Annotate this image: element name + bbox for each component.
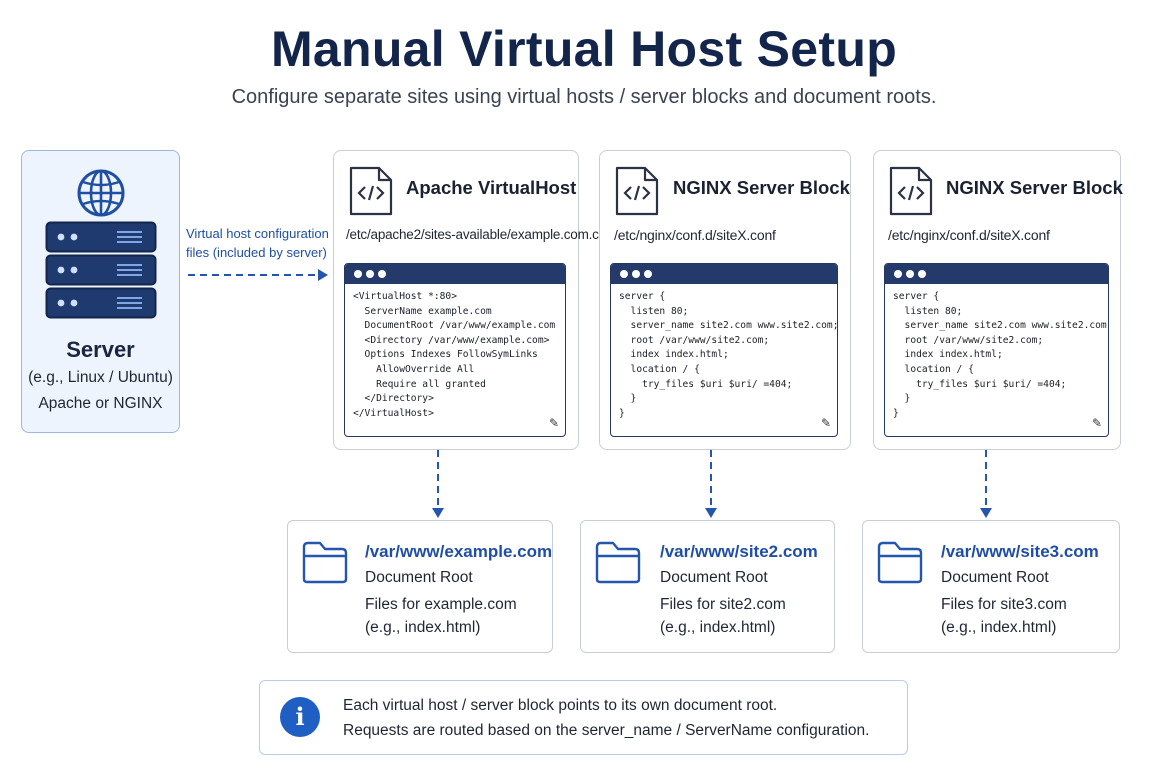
code-snippet: server { listen 80; server_name site2.co…: [893, 291, 1109, 419]
code-window-titlebar: [345, 264, 565, 284]
page-title: Manual Virtual Host Setup: [270, 21, 898, 77]
config-path: /etc/apache2/sites-available/example.com…: [346, 227, 617, 242]
code-window-titlebar: [611, 264, 837, 284]
docroot-path: /var/www/example.com: [365, 542, 553, 561]
server-rack-icon: [45, 221, 157, 319]
config-card-nginx-1: NGINX Server Block /etc/nginx/conf.d/sit…: [599, 150, 851, 450]
edit-icon: ✎: [820, 416, 831, 430]
docroot-example: (e.g., index.html): [941, 619, 1057, 636]
code-window-titlebar: [885, 264, 1108, 284]
edit-icon: ✎: [1091, 416, 1102, 430]
config-card-nginx-2: NGINX Server Block /etc/nginx/conf.d/sit…: [873, 150, 1123, 450]
docroot-files: Files for example.com: [365, 596, 517, 613]
server-name: Server: [66, 337, 135, 362]
page-subtitle: Configure separate sites using virtual h…: [231, 86, 937, 108]
config-title: NGINX Server Block: [673, 177, 850, 198]
docroot-path: /var/www/site2.com: [660, 542, 818, 561]
docroot-label: Document Root: [941, 569, 1049, 586]
info-icon: i: [280, 697, 320, 737]
config-title: Apache VirtualHost: [406, 177, 577, 198]
folder-icon: [595, 541, 641, 584]
info-box: i Each virtual host / server block point…: [259, 680, 908, 755]
server-software: Apache or NGINX: [38, 395, 163, 412]
config-path: /etc/nginx/conf.d/siteX.conf: [888, 227, 1050, 243]
code-snippet: <VirtualHost *:80> ServerName example.co…: [353, 291, 556, 419]
docroot-card-example: /var/www/example.com Document Root Files…: [287, 520, 553, 653]
folder-icon: [302, 541, 348, 584]
docroot-path: /var/www/site3.com: [941, 542, 1099, 561]
code-file-icon: [349, 166, 393, 216]
code-snippet: server { listen 80; server_name site2.co…: [619, 291, 838, 419]
config-card-apache: Apache VirtualHost /etc/apache2/sites-av…: [333, 150, 617, 450]
docroot-label: Document Root: [660, 569, 768, 586]
server-os: (e.g., Linux / Ubuntu): [28, 369, 173, 386]
docroot-card-site2: /var/www/site2.com Document Root Files f…: [580, 520, 835, 653]
docroot-example: (e.g., index.html): [660, 619, 776, 636]
docroot-example: (e.g., index.html): [365, 619, 481, 636]
docroot-files: Files for site3.com: [941, 596, 1067, 613]
info-line: Requests are routed based on the server_…: [343, 722, 870, 739]
connector-label-line: files (included by server): [186, 245, 327, 260]
config-path: /etc/nginx/conf.d/siteX.conf: [614, 227, 776, 243]
connector-label-line: Virtual host configuration: [186, 226, 329, 241]
code-window: server { listen 80; server_name site2.co…: [884, 263, 1109, 437]
code-window: server { listen 80; server_name site2.co…: [610, 263, 838, 437]
code-file-icon: [889, 166, 933, 216]
config-title: NGINX Server Block: [946, 177, 1123, 198]
info-line: Each virtual host / server block points …: [343, 697, 778, 714]
edit-icon: ✎: [548, 416, 559, 430]
docroot-label: Document Root: [365, 569, 473, 586]
connector-label: Virtual host configuration files (includ…: [186, 224, 332, 262]
folder-icon: [877, 541, 923, 584]
code-file-icon: [615, 166, 659, 216]
globe-icon: [77, 169, 125, 217]
docroot-card-site3: /var/www/site3.com Document Root Files f…: [862, 520, 1120, 653]
code-window: <VirtualHost *:80> ServerName example.co…: [344, 263, 566, 437]
server-card: Server (e.g., Linux / Ubuntu) Apache or …: [21, 150, 180, 433]
docroot-files: Files for site2.com: [660, 596, 786, 613]
